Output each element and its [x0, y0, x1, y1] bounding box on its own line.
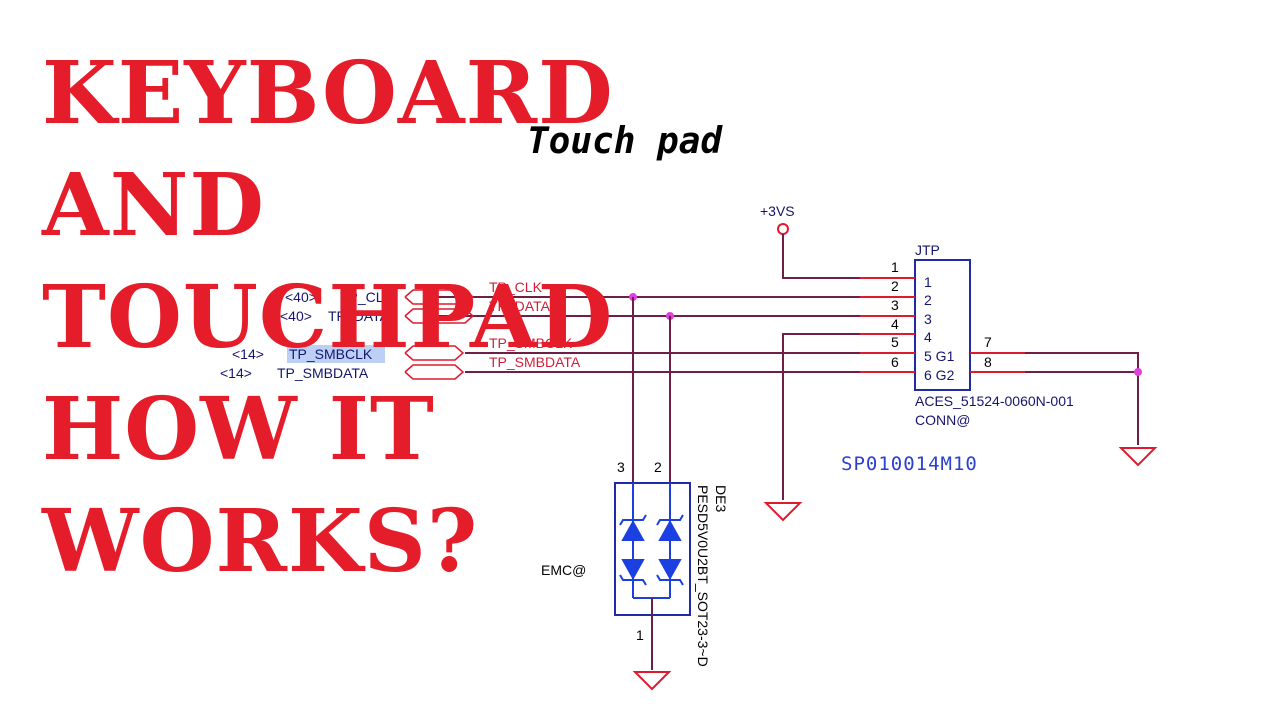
inner-pin-2: 2 — [924, 292, 932, 308]
port-ref-smbclk: <14> — [232, 346, 264, 362]
port-label-clk: TP_CLK — [340, 289, 394, 305]
diode-ref: DE3 — [713, 485, 729, 512]
title-line-2: AND — [42, 155, 265, 256]
diode-upper-left — [621, 519, 645, 541]
diode-bar-lower-left — [619, 574, 647, 586]
outer-pin-3: 3 — [891, 297, 899, 313]
port-label-data: TP_DATA — [328, 308, 390, 324]
net-label-tp-data: TP_DATA — [489, 298, 551, 314]
net-label-tp-smbdata: TP_SMBDATA — [489, 354, 581, 370]
inner-pin-5: 5 G1 — [924, 348, 955, 364]
inner-pin-1: 1 — [924, 274, 932, 290]
connector-box — [914, 259, 971, 391]
inner-pin-3: 3 — [924, 311, 932, 327]
port-label-smbdata: TP_SMBDATA — [277, 365, 369, 381]
power-symbol — [777, 223, 789, 235]
port-ref-smbdata: <14> — [220, 365, 252, 381]
diode-pin-3: 3 — [617, 459, 625, 475]
video-title-overlay: KEYBOARD AND TOUCHPAD HOW IT WORKS? — [42, 38, 614, 598]
protection-diode-box — [614, 482, 691, 616]
ground-symbol-bottom — [632, 671, 672, 691]
junction-g2 — [1134, 368, 1142, 376]
diode-lower-right — [658, 559, 682, 581]
net-label-tp-clk: TP_CLK — [489, 279, 543, 295]
diode-pin-2: 2 — [654, 459, 662, 475]
port-arrow-tp-smbdata — [404, 364, 465, 380]
outer-pin-5: 5 — [891, 334, 899, 350]
net-label-tp-smbclk: TP_SMBCLK — [489, 335, 573, 351]
diode-bar-lower-right — [656, 574, 684, 586]
diode-note: EMC@ — [541, 562, 586, 578]
connector-ref: JTP — [915, 242, 940, 258]
port-ref-clk: <40> — [285, 289, 317, 305]
title-line-1: KEYBOARD — [42, 43, 614, 144]
ground-symbol-right — [1118, 447, 1158, 467]
ground-symbol-left — [763, 502, 803, 522]
port-ref-data: <40> — [280, 308, 312, 324]
schematic-heading: Touch pad — [527, 121, 723, 162]
outer-pin-1: 1 — [891, 259, 899, 275]
power-label: +3VS — [760, 203, 795, 219]
title-line-3: TOUCHPAD — [42, 267, 614, 368]
inner-pin-4: 4 — [924, 329, 932, 345]
port-arrow-tp-data — [404, 308, 475, 324]
inner-pin-6: 6 G2 — [924, 367, 955, 383]
outer-pin-6: 6 — [891, 354, 899, 370]
diode-bar-upper-left — [619, 514, 647, 526]
wire-g1-ground — [1025, 352, 1139, 445]
title-line-4: HOW IT — [42, 379, 435, 480]
diode-part: PESD5V0U2BT_SOT23-3~D — [695, 485, 711, 667]
connector-part-number: SP010014M10 — [841, 453, 978, 475]
outer-pin-2: 2 — [891, 278, 899, 294]
connector-part: ACES_51524-0060N-001 — [915, 393, 1074, 409]
port-label-highlight — [287, 345, 385, 363]
port-label-smbclk: TP_SMBCLK — [289, 346, 373, 362]
title-line-5: WORKS? — [42, 491, 479, 592]
diode-bar-upper-right — [656, 514, 684, 526]
outer-pin-8: 8 — [984, 354, 992, 370]
diode-pin-1: 1 — [636, 627, 644, 643]
outer-pin-7: 7 — [984, 334, 992, 350]
diode-lower-left — [621, 559, 645, 581]
connector-note: CONN@ — [915, 412, 970, 428]
port-arrow-tp-clk — [404, 289, 475, 305]
diode-upper-right — [658, 519, 682, 541]
outer-pin-4: 4 — [891, 316, 899, 332]
wire-pin4-ground — [782, 333, 860, 500]
port-arrow-tp-smbclk — [404, 345, 465, 361]
